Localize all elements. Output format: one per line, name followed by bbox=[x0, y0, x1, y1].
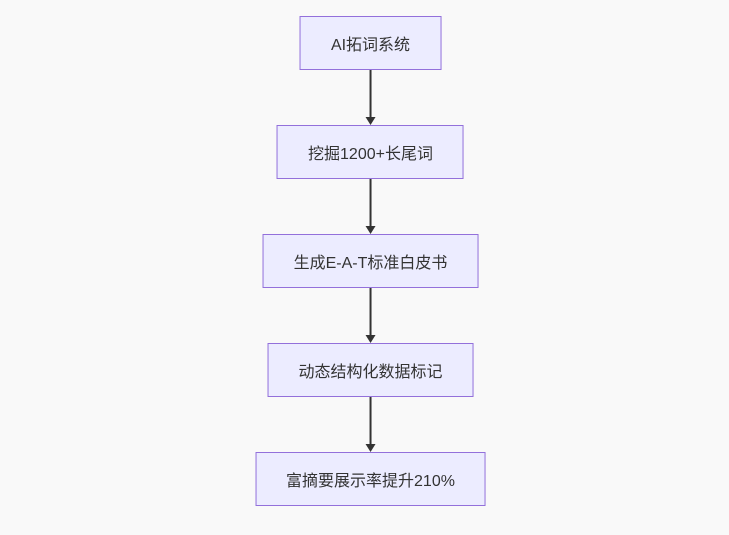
edge-line bbox=[369, 179, 372, 226]
flow-edge-2-3 bbox=[365, 179, 376, 234]
flow-edge-3-4 bbox=[365, 288, 376, 343]
flow-node-eat-whitepaper: 生成E-A-T标准白皮书 bbox=[262, 234, 479, 288]
arrowhead-down-icon bbox=[365, 226, 376, 234]
edge-line bbox=[369, 397, 372, 444]
flowchart: AI拓词系统 挖掘1200+长尾词 生成E-A-T标准白皮书 动态结构化数据标记… bbox=[255, 16, 486, 506]
edge-line bbox=[369, 70, 372, 117]
flow-node-structured-data-markup: 动态结构化数据标记 bbox=[267, 343, 474, 397]
flow-edge-1-2 bbox=[365, 70, 376, 125]
flow-node-longtail-mining: 挖掘1200+长尾词 bbox=[277, 125, 464, 179]
edge-line bbox=[369, 288, 372, 335]
flow-node-ai-expansion-system: AI拓词系统 bbox=[299, 16, 442, 70]
arrowhead-down-icon bbox=[365, 117, 376, 125]
arrowhead-down-icon bbox=[365, 444, 376, 452]
arrowhead-down-icon bbox=[365, 335, 376, 343]
flow-node-rich-snippet-uplift: 富摘要展示率提升210% bbox=[255, 452, 486, 506]
flow-edge-4-5 bbox=[365, 397, 376, 452]
